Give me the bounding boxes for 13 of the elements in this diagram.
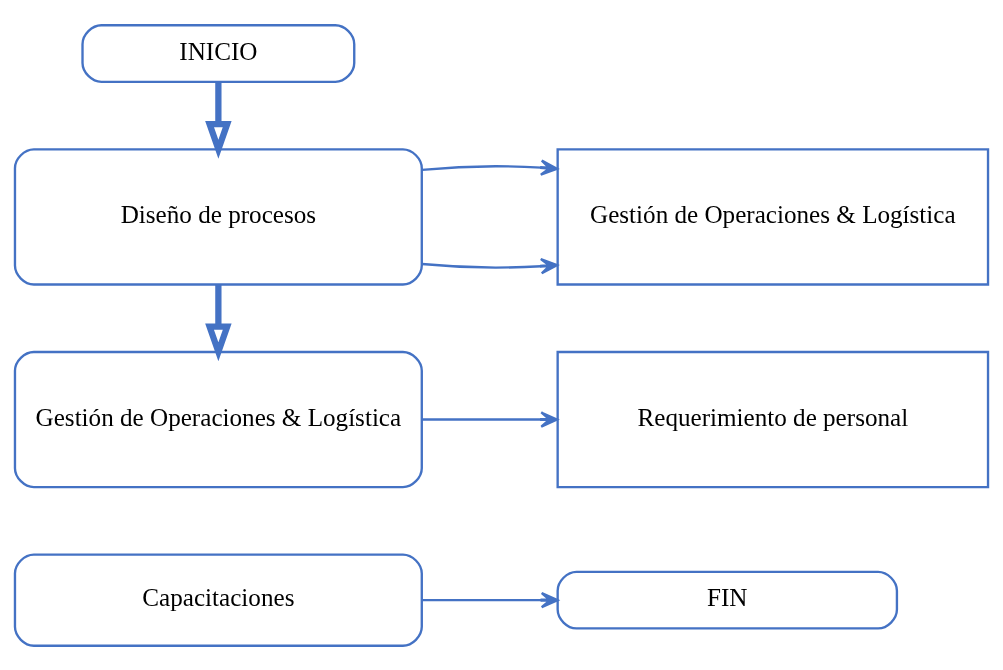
node-box: Requerimiento de personal xyxy=(556,350,990,488)
node-box: Diseño de procesos xyxy=(13,147,423,286)
node-box: INICIO xyxy=(81,23,356,83)
node-box: FIN xyxy=(556,570,899,630)
arrow xyxy=(421,257,559,274)
node-box: Capacitaciones xyxy=(13,552,423,647)
arrow xyxy=(421,410,559,428)
arrow xyxy=(205,284,232,361)
arrow xyxy=(422,591,559,608)
arrow xyxy=(421,158,559,176)
node-box: Gestión de Operaciones & Logística xyxy=(13,350,423,488)
arrow xyxy=(205,81,232,159)
node-box: Gestión de Operaciones & Logística xyxy=(556,147,990,286)
